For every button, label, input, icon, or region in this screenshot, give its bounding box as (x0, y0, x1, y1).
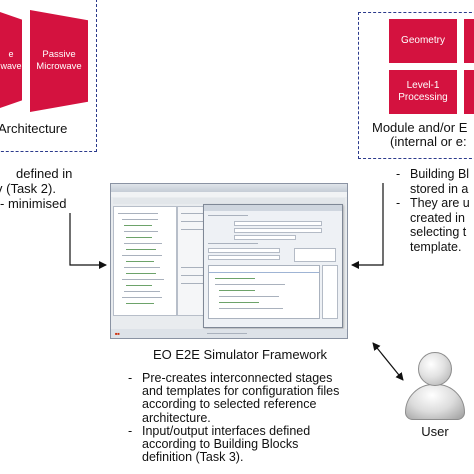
level1-processing-label: Level-1 Processing (398, 80, 448, 103)
dialog-list (208, 265, 320, 319)
simulator-screenshot: ■■ (110, 183, 348, 339)
framework-bullet-1-line-1: Pre-creates interconnected stages (142, 371, 333, 385)
left-note-line-1: defined in (16, 166, 73, 181)
right-bullet-2-line-4: template. (410, 239, 462, 254)
screenshot-config-dialog (203, 204, 343, 328)
partial-block-label: e wave (0, 49, 22, 71)
framework-bullet-2: - Input/output interfaces defined accord… (128, 423, 339, 465)
screenshot-toolbar (113, 198, 345, 204)
right-bullet-2-line-3: selecting t (410, 225, 467, 239)
partial-red-block-right-bottom (464, 70, 474, 114)
right-bullet-2-line-2: created in (410, 210, 465, 225)
screenshot-statusbar: ■■ (111, 329, 347, 338)
screenshot-logo-icon: ■■ (115, 331, 120, 336)
level1-processing-block: Level-1 Processing (389, 70, 457, 114)
right-bullet-1-line-1: Building Bl (410, 167, 470, 181)
passive-label: Passive (42, 49, 76, 60)
right-bullet-1: - Building Bl stored in a (396, 167, 470, 196)
framework-bullet-1-line-3: according to selected reference (142, 397, 317, 412)
right-connector-arrow (351, 183, 384, 269)
left-note-line-3: - minimised (0, 196, 67, 211)
right-caption-line-1: Module and/or E (372, 120, 468, 135)
right-bullet-2-line-1: They are u (410, 196, 470, 210)
geometry-label: Geometry (401, 35, 445, 46)
right-bullet-list: - Building Bl stored in a - They are u c… (396, 167, 470, 254)
dialog-titlebar (204, 205, 342, 211)
right-bullet-2: - They are u created in selecting t temp… (396, 196, 470, 254)
microwave-label: Microwave (36, 61, 82, 72)
partial-red-block-right-top (464, 19, 474, 63)
left-architecture-box (0, 0, 97, 152)
framework-bullet-2-line-2: according to Building Blocks (142, 437, 299, 452)
screenshot-menubar (111, 192, 347, 197)
screenshot-tree-panel (113, 206, 177, 316)
user-icon (418, 352, 452, 386)
partial-red-block: e wave (0, 12, 22, 108)
left-connector-arrow (69, 213, 107, 269)
passive-microwave-block: Passive Microwave (30, 10, 88, 112)
user-connector-arrow (372, 342, 404, 381)
geometry-block: Geometry (389, 19, 457, 63)
right-module-box (358, 12, 474, 159)
framework-bullet-1-line-4: architecture. (142, 410, 211, 425)
user-label: User (421, 424, 449, 439)
framework-bullet-2-line-1: Input/output interfaces defined (142, 423, 311, 438)
right-bullet-1-line-2: stored in a (410, 181, 469, 196)
framework-bullet-1: - Pre-creates interconnected stages and … (128, 371, 340, 425)
framework-bullet-2-line-3: definition (Task 3). (142, 450, 244, 465)
left-note-line-2: v (Task 2). (0, 181, 56, 196)
framework-bullet-list: - Pre-creates interconnected stages and … (128, 371, 340, 465)
right-caption-line-2: (internal or e: (390, 134, 467, 149)
framework-bullet-1-line-2: and templates for configuration files (142, 384, 340, 399)
framework-title: EO E2E Simulator Framework (152, 347, 328, 362)
left-caption: Architecture (0, 121, 68, 136)
